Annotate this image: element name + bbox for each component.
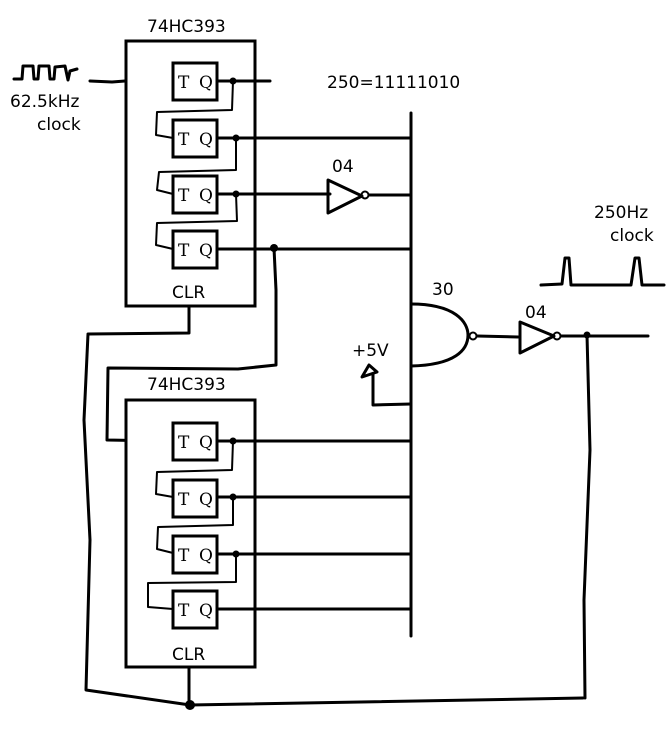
svg-text:T: T [178, 186, 190, 206]
svg-text:Q: Q [199, 490, 213, 510]
counter2-ff3: T Q [171, 534, 219, 575]
counter2-ff1: T Q [171, 421, 219, 462]
counter1-clr-label: CLR [172, 283, 205, 303]
svg-text:Q: Q [199, 601, 213, 621]
svg-text:T: T [178, 130, 190, 150]
svg-text:Q: Q [199, 546, 213, 566]
counter2-ff4: T Q [171, 589, 219, 630]
svg-text:Q: Q [199, 186, 213, 206]
counter1-part-label: 74HC393 [147, 17, 226, 37]
inverter-out [518, 320, 650, 700]
input-clock-frequency: 62.5kHz [10, 92, 79, 112]
counter1-ff4: T Q [171, 229, 219, 270]
inverter-out-label: 04 [525, 303, 547, 323]
svg-text:T: T [178, 433, 190, 453]
svg-text:T: T [178, 546, 190, 566]
supply-label: +5V [352, 341, 389, 361]
svg-text:T: T [178, 601, 190, 621]
svg-text:T: T [178, 73, 190, 93]
pulse-wave-icon [539, 256, 666, 287]
nand-gate [409, 302, 520, 368]
svg-text:Q: Q [199, 130, 213, 150]
counter1-ff2: T Q [171, 118, 219, 159]
output-clock-label: clock [610, 226, 654, 246]
counter1-ff1: T Q [171, 61, 219, 102]
supply-terminal-icon [360, 363, 379, 379]
inverter-top-label: 04 [332, 157, 354, 177]
counter2-part-label: 74HC393 [147, 375, 226, 395]
counter1-ff3: T Q [171, 174, 219, 215]
counter2-clr-label: CLR [172, 645, 205, 665]
output-clock-frequency: 250Hz [594, 203, 648, 223]
counter2-ff2: T Q [171, 478, 219, 519]
svg-text:T: T [178, 490, 190, 510]
svg-text:Q: Q [199, 73, 213, 93]
svg-text:T: T [178, 241, 190, 261]
input-clock-label: clock [37, 115, 81, 135]
svg-text:Q: Q [199, 241, 213, 261]
inverter-top [326, 178, 413, 215]
count-value-label: 250=11111010 [327, 73, 460, 93]
nand-gate-label: 30 [432, 280, 454, 300]
svg-text:Q: Q [199, 433, 213, 453]
square-wave-icon [12, 64, 79, 82]
